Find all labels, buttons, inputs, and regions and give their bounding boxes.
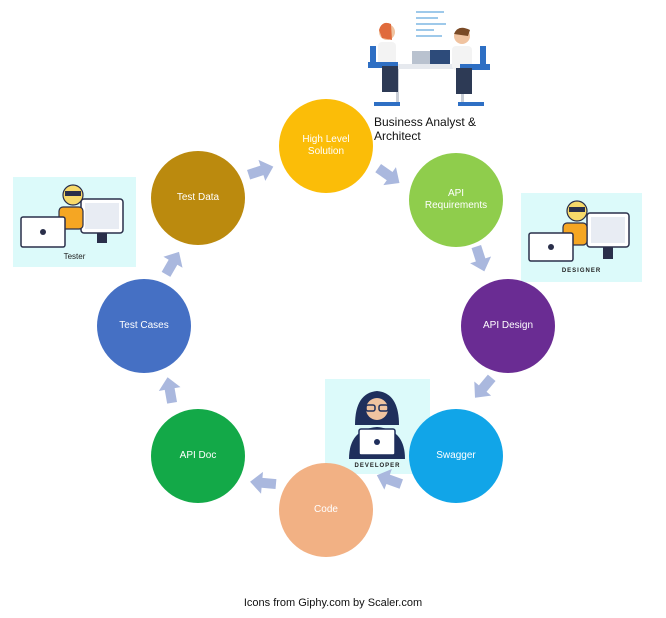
designer-icon [528,200,630,262]
flow-arrow [250,471,277,494]
node-api-requirements: API Requirements [409,153,503,247]
footer-credit: Icons from Giphy.com by Scaler.com [243,597,423,609]
node-api-doc: API Doc [151,409,245,503]
business-analyst-architect-illustration [360,6,495,113]
tester-illustration: Tester [13,177,136,267]
node-high-level-solution: High Level Solution [279,99,373,193]
flow-arrow [161,251,183,277]
developer-icon [349,391,405,459]
developer-illustration: DEVELOPER [325,379,430,474]
meeting-icon [368,11,490,106]
flow-arrow [474,374,496,398]
flow-arrow [158,377,181,404]
flow-arrow [375,164,400,186]
business-analyst-architect-label: Business Analyst & Architect [374,115,477,144]
node-label: Code [314,503,338,515]
node-label: High Level Solution [302,133,350,158]
node-label: API Requirements [424,187,488,212]
designer-illustration: DESIGNER [521,193,642,282]
node-label: Swagger [436,449,476,461]
developer-label: DEVELOPER [354,463,401,469]
node-label: API Design [482,319,534,331]
tester-label: Tester [63,252,86,261]
node-swagger: Swagger [409,409,503,503]
flow-arrow [376,468,403,490]
flow-arrow [247,159,274,181]
tester-icon [20,184,124,248]
flow-arrow [470,245,492,272]
node-api-design: API Design [461,279,555,373]
node-label: API Doc [179,449,217,461]
designer-label: DESIGNER [561,268,602,274]
node-label: Test Cases [119,319,169,331]
node-test-data: Test Data [151,151,245,245]
node-label: Test Data [176,191,220,203]
node-test-cases: Test Cases [97,279,191,373]
node-code: Code [279,463,373,557]
